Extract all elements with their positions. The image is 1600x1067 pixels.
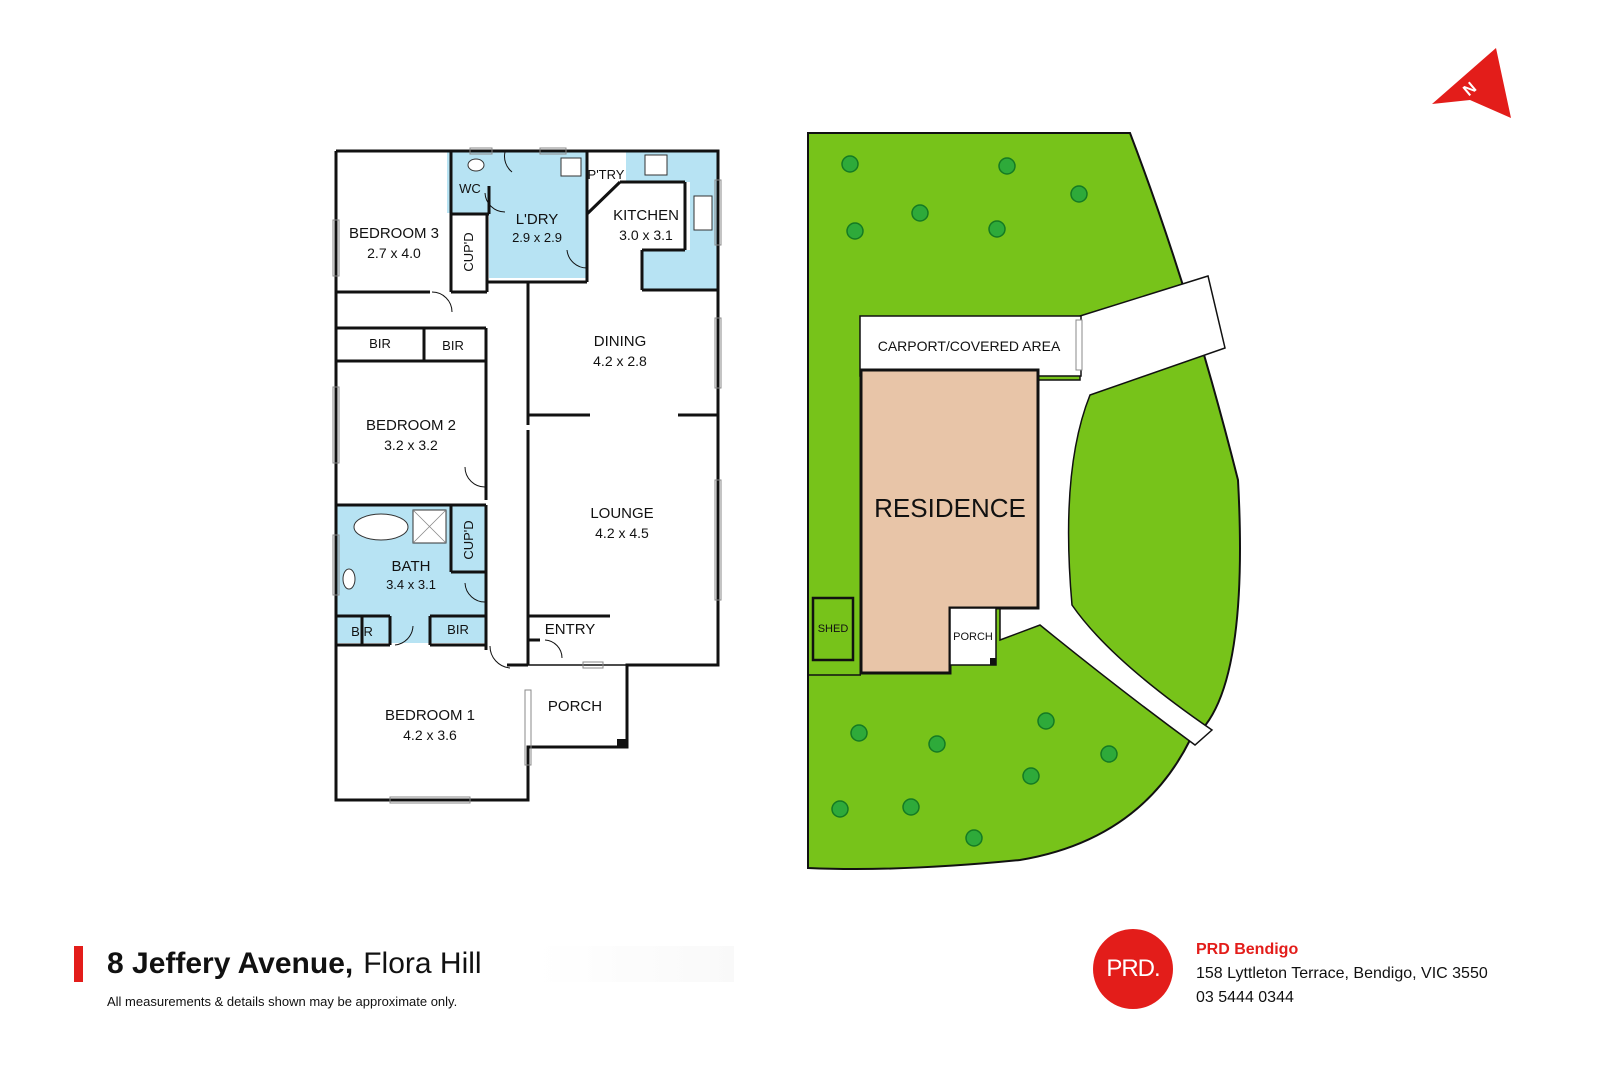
tree-icon	[902, 798, 920, 816]
room-label-dining: DINING	[594, 333, 647, 350]
room-label-bir-1: BIR	[369, 336, 391, 351]
agency-details: PRD Bendigo 158 Lyttleton Terrace, Bendi…	[1196, 938, 1488, 1010]
tree-icon	[988, 220, 1006, 238]
floor-plan: BEDROOM 3 2.7 x 4.0 WC CUP'D L'DRY 2.9 x…	[332, 147, 722, 804]
room-label-bir-2: BIR	[442, 338, 464, 353]
room-label-laundry: L'DRY	[516, 211, 559, 228]
tree-icon	[846, 222, 864, 240]
cooktop-icon	[644, 154, 668, 176]
tree-icon	[998, 157, 1016, 175]
site-porch-label: PORCH	[953, 631, 993, 643]
agency-phone: 03 5444 0344	[1196, 989, 1294, 1006]
kitchen-fill-bottom	[642, 250, 718, 290]
tree-icon	[831, 800, 849, 818]
shed	[811, 596, 855, 662]
room-label-bir-3: BIR	[351, 624, 373, 639]
address-suburb: Flora Hill	[363, 947, 482, 980]
room-dim-dining: 4.2 x 2.8	[593, 353, 647, 369]
room-label-bir-4: BIR	[447, 622, 469, 637]
driveway	[999, 275, 1226, 746]
room-label-bath: BATH	[392, 558, 431, 575]
room-label-lounge: LOUNGE	[590, 505, 653, 522]
tree-icon	[1070, 185, 1088, 203]
porch-outline	[528, 664, 628, 748]
room-label-bedroom3: BEDROOM 3	[349, 225, 439, 242]
address-banner: 8 Jeffery Avenue, Flora Hill	[74, 946, 734, 982]
residence-label: RESIDENCE	[874, 493, 1026, 523]
room-label-bedroom1: BEDROOM 1	[385, 707, 475, 724]
room-label-porch: PORCH	[548, 698, 602, 715]
shed-label: SHED	[818, 623, 849, 635]
sink-icon	[693, 195, 713, 231]
room-labels: BEDROOM 3 2.7 x 4.0 WC CUP'D L'DRY 2.9 x…	[349, 167, 679, 743]
room-dim-bedroom1: 4.2 x 3.6	[403, 727, 457, 743]
carport-label: CARPORT/COVERED AREA	[878, 338, 1061, 354]
site-porch	[949, 607, 997, 666]
room-label-bedroom2: BEDROOM 2	[366, 417, 456, 434]
agency-logo: PRD.	[1093, 929, 1173, 1009]
room-label-kitchen: KITCHEN	[613, 207, 679, 224]
tree-icon	[1037, 712, 1055, 730]
tree-icon	[850, 724, 868, 742]
room-label-cupd-1: CUP'D	[461, 232, 476, 271]
windows	[332, 147, 722, 804]
laundry-tub-icon	[560, 157, 582, 177]
room-dim-lounge: 4.2 x 4.5	[595, 525, 649, 541]
room-dim-bedroom3: 2.7 x 4.0	[367, 245, 421, 261]
disclaimer: All measurements & details shown may be …	[107, 994, 458, 1009]
bathtub-icon	[353, 513, 409, 541]
toilet-icon	[467, 158, 485, 172]
room-label-wc: WC	[459, 181, 481, 196]
carport	[859, 315, 1082, 377]
basin-icon	[342, 568, 356, 590]
room-dim-bedroom2: 3.2 x 3.2	[384, 437, 438, 453]
tree-icon	[911, 204, 929, 222]
address-street: 8 Jeffery Avenue,	[107, 947, 354, 980]
room-label-pantry: P'TRY	[588, 167, 625, 182]
north-arrow-icon: N	[1432, 48, 1511, 118]
porch-post	[617, 739, 626, 747]
door-swings	[394, 151, 588, 669]
accent-bar	[74, 946, 83, 982]
site-porch-post	[990, 658, 996, 665]
room-label-cupd-2: CUP'D	[461, 520, 476, 559]
room-dim-kitchen: 3.0 x 3.1	[619, 227, 673, 243]
tree-icon	[1022, 767, 1040, 785]
tree-icon	[841, 155, 859, 173]
kitchen-fill-top	[626, 150, 718, 182]
carport-gate	[1075, 319, 1083, 371]
tree-icon	[965, 829, 983, 847]
room-dim-laundry: 2.9 x 2.9	[512, 230, 562, 245]
site-plan: CARPORT/COVERED AREA RESIDENCE PORCH SHE…	[807, 132, 1241, 870]
room-dim-bath: 3.4 x 3.1	[386, 577, 436, 592]
tree-icon	[1100, 745, 1118, 763]
agency-address: 158 Lyttleton Terrace, Bendigo, VIC 3550	[1196, 965, 1488, 982]
agency-name: PRD Bendigo	[1196, 941, 1299, 958]
floor-walls	[334, 149, 720, 802]
room-label-entry: ENTRY	[545, 621, 596, 638]
tree-icon	[928, 735, 946, 753]
trees	[831, 155, 1118, 847]
agency-logo-text: PRD.	[1106, 955, 1160, 982]
shower-cross	[412, 509, 447, 544]
